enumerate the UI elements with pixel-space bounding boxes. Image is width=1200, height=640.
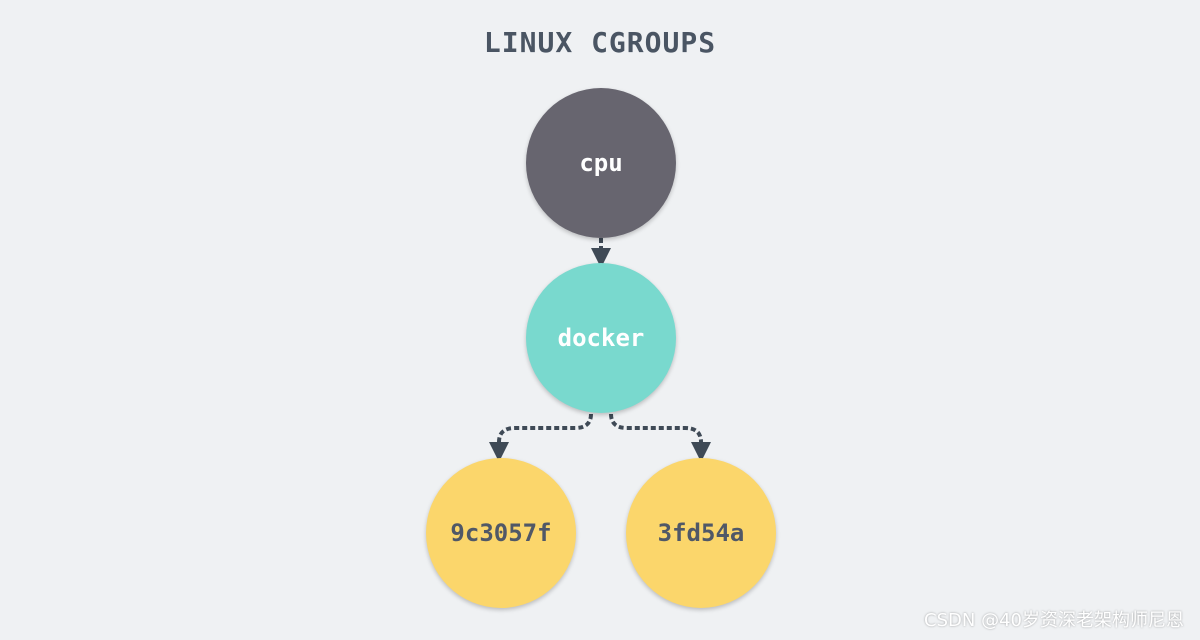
node-docker: docker: [526, 263, 676, 413]
node-9c3057f: 9c3057f: [426, 458, 576, 608]
node-3fd54a-label: 3fd54a: [657, 519, 745, 547]
node-cpu-label: cpu: [579, 149, 623, 177]
node-3fd54a: 3fd54a: [626, 458, 776, 608]
node-cpu: cpu: [526, 88, 676, 238]
watermark: CSDN @40岁资深老架构师尼恩: [924, 610, 1184, 631]
edge-docker-9c3057f: [489, 413, 593, 462]
edge-docker-3fd54a: [609, 413, 711, 462]
node-docker-label: docker: [557, 324, 645, 352]
node-9c3057f-label: 9c3057f: [450, 519, 552, 547]
diagram-title: LINUX CGROUPS: [483, 26, 717, 59]
